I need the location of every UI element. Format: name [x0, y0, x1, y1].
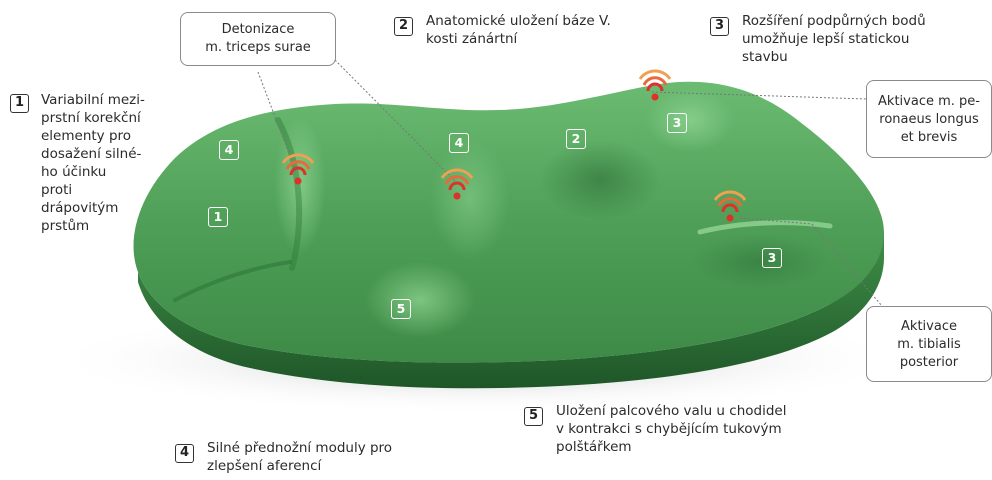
marker-3-lateral: 3	[667, 113, 687, 133]
marker-1: 1	[208, 207, 228, 227]
hallux-pad-highlight	[365, 262, 475, 338]
heel-cup-shadow	[690, 234, 830, 290]
legend-text-3: Rozšíření podpůrných bodů umožňuje lepší…	[742, 12, 962, 66]
legend-number-1: 1	[10, 94, 29, 113]
marker-4-mid: 4	[449, 133, 469, 153]
midfoot-ridge	[430, 140, 510, 260]
marker-5: 5	[391, 299, 411, 319]
legend-number-2: 2	[394, 17, 413, 36]
callout-tibialis: Aktivace m. tibialis posterior	[866, 306, 992, 382]
marker-3-heel: 3	[762, 248, 782, 268]
lateral-wing-highlight	[645, 88, 735, 152]
legend-text-4: Silné přednožní moduly pro zlepšení afer…	[207, 439, 437, 475]
legend-number-4: 4	[175, 444, 194, 463]
callout-triceps: Detonizace m. triceps surae	[180, 12, 336, 66]
legend-text-5: Uložení palcového valu u chodidel v kont…	[556, 402, 826, 456]
legend-text-1: Variabilní mezi- prstní korekční element…	[41, 91, 166, 235]
legend-number-3: 3	[710, 17, 729, 36]
legend-text-2: Anatomické uložení báze V. kosti zánártn…	[426, 12, 646, 48]
metatarsal-dip	[540, 140, 660, 220]
marker-2: 2	[566, 129, 586, 149]
callout-peronaeus: Aktivace m. pe- ronaeus longus et brevis	[866, 80, 992, 158]
marker-4-toe: 4	[219, 140, 239, 160]
legend-number-5: 5	[524, 407, 543, 426]
